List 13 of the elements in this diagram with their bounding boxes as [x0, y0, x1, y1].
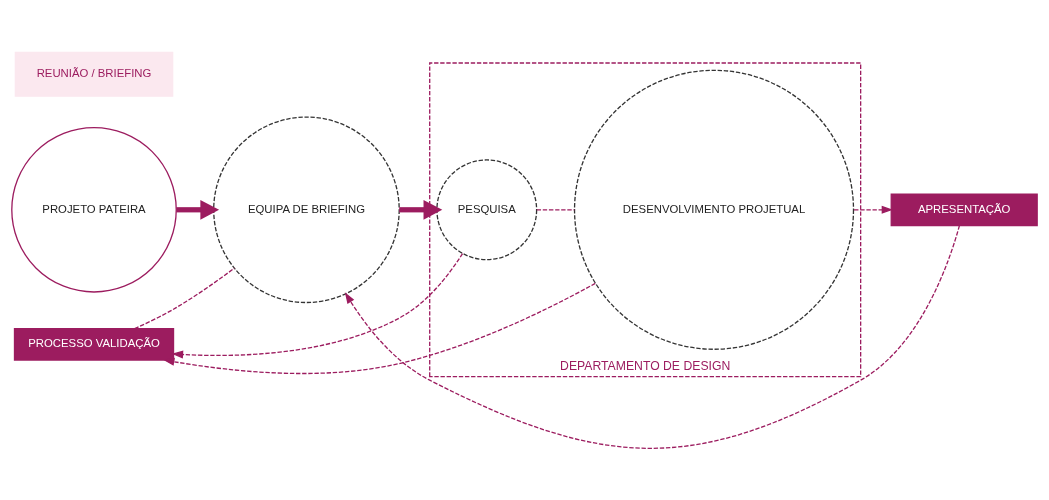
- node-box: PROCESSO VALIDAÇÃO: [13, 327, 175, 361]
- arrow: [853, 205, 894, 214]
- arrow: [171, 252, 464, 358]
- node-circle: PROJETO PATEIRA: [11, 126, 177, 293]
- arrow: [399, 199, 443, 220]
- node-box: APRESENTAÇÃO: [890, 192, 1038, 226]
- arrow: [176, 199, 220, 220]
- connector: [536, 208, 575, 210]
- connector: [134, 267, 235, 329]
- arrow: [344, 224, 961, 449]
- arrow: [163, 282, 596, 374]
- node-circle: DESENVOLVIMENTO PROJETUAL: [573, 69, 855, 350]
- node-circle: PESQUISA: [436, 158, 538, 260]
